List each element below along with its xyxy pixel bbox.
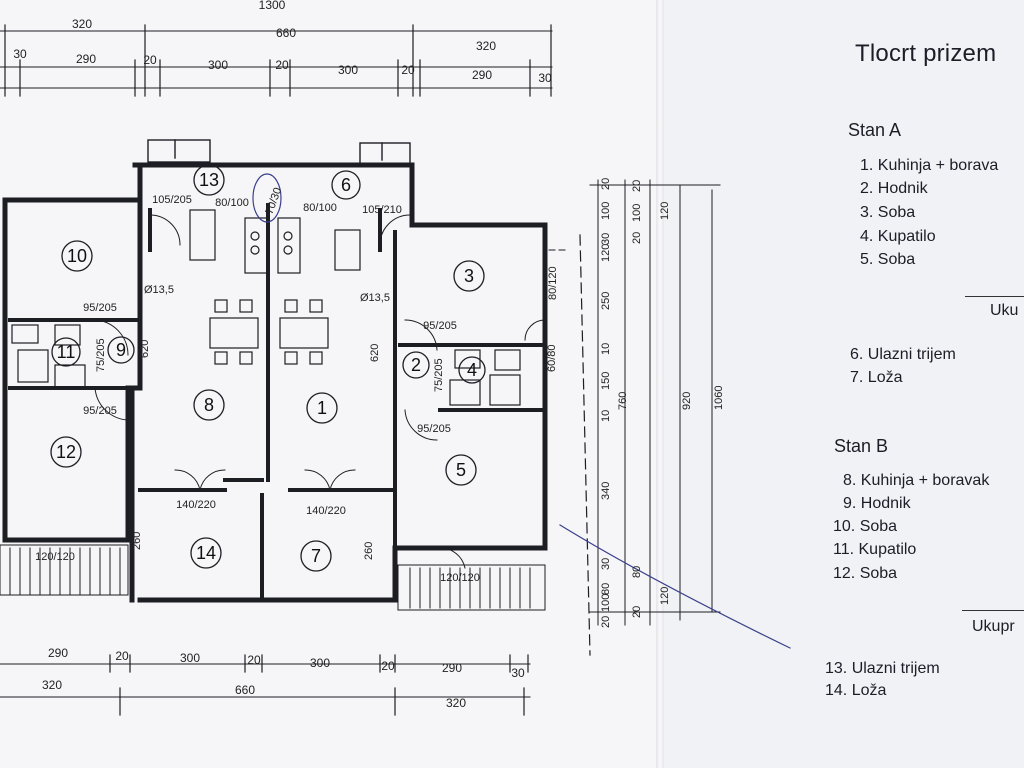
door-label-4: 95/205 [83, 302, 117, 314]
dim-bot-r1-3: 20 [247, 653, 261, 667]
dim-top-r2-2: 20 [143, 53, 157, 67]
dim-top-r2-6: 20 [401, 63, 415, 77]
legend-sheet [660, 0, 1024, 768]
door-label-5: 95/205 [423, 320, 457, 332]
dim-right-c1-0: 20 [600, 178, 612, 190]
room-7: 7 [311, 546, 321, 566]
door-label-0: 105/205 [152, 194, 192, 206]
dim-right-c2-6: 120 [659, 587, 671, 605]
wall-dim-260-a: 260 [131, 532, 143, 550]
dim-total-width: 1300 [259, 0, 286, 12]
dim-bot-r2-1: 660 [235, 683, 255, 697]
dim-right-c1-2: 30 [600, 233, 612, 245]
room-4: 4 [467, 360, 477, 380]
dim-bot-r2-2: 320 [446, 696, 466, 710]
dim-right-1060: 1060 [713, 386, 725, 410]
door-label-2: 80/100 [303, 202, 337, 214]
wall-dim-620-b: 620 [369, 344, 381, 362]
wall-dim-620-a: 620 [139, 340, 151, 358]
dim-bot-r1-5: 20 [381, 659, 395, 673]
dim-top-r2-4: 20 [275, 58, 289, 72]
dim-bot-r1-1: 20 [115, 649, 129, 663]
dim-right-920: 920 [681, 392, 693, 410]
dim-right-c2-4: 120 [659, 202, 671, 220]
dim-bot-r1-4: 300 [310, 656, 330, 670]
dim-bot-r2-0: 320 [42, 678, 62, 692]
door-label-8: 75/205 [433, 358, 445, 392]
dim-top-r2-7: 290 [472, 68, 492, 82]
dim-right-c1-1: 100 [600, 202, 612, 220]
room-1: 1 [317, 398, 327, 418]
room-12: 12 [56, 442, 76, 462]
room-5: 5 [456, 460, 466, 480]
dim-right-c1-9: 30 [600, 558, 612, 570]
room-10: 10 [67, 246, 87, 266]
room-14: 14 [196, 543, 216, 563]
dim-right-c1-12: 20 [600, 616, 612, 628]
dim-top-r1-1: 660 [276, 26, 296, 40]
door-label-3: 105/210 [362, 204, 402, 216]
plan-sheet [0, 0, 660, 768]
dim-right-c1-7: 10 [600, 410, 612, 422]
door-label-13: 140/220 [306, 505, 346, 517]
door-label-1: 80/100 [215, 197, 249, 209]
door-label-7: 75/205 [95, 338, 107, 372]
door-label-11: 95/205 [417, 423, 451, 435]
room-2: 2 [411, 355, 421, 375]
dim-top-r2-3: 300 [208, 58, 228, 72]
room-8: 8 [204, 395, 214, 415]
room-11: 11 [57, 342, 76, 362]
dim-bot-r1-0: 290 [48, 646, 68, 660]
door-label-15: 120/120 [440, 572, 480, 584]
room-9: 9 [116, 340, 126, 360]
room-3: 3 [464, 266, 474, 286]
dim-right-c2-1: 100 [631, 204, 643, 222]
dim-top-r2-8: 30 [538, 71, 552, 85]
dim-top-r1-2: 320 [476, 39, 496, 53]
dim-bot-r1-7: 30 [511, 666, 525, 680]
dim-right-c1-8: 340 [600, 482, 612, 500]
dim-right-c2-3: 80 [631, 566, 643, 578]
vent-label-a: Ø13,5 [144, 284, 174, 296]
dim-right-c1-5: 10 [600, 343, 612, 355]
dim-right-c2-5: 20 [631, 606, 643, 618]
door-label-12: 140/220 [176, 499, 216, 511]
dim-right-760: 760 [617, 392, 629, 410]
dim-bot-r1-6: 290 [442, 661, 462, 675]
dim-right-c1-4: 250 [600, 292, 612, 310]
wall-dim-260-b: 260 [363, 542, 375, 560]
dim-bot-r1-2: 300 [180, 651, 200, 665]
dim-top-r2-5: 300 [338, 63, 358, 77]
door-label-14: 120/120 [35, 551, 75, 563]
dim-right-c1-3: 120 [600, 244, 612, 262]
door-label-9: 60/80 [546, 344, 558, 372]
dim-right-c2-0: 20 [631, 180, 643, 192]
dim-top-r1-0: 320 [72, 17, 92, 31]
door-label-10: 95/205 [83, 405, 117, 417]
sheet-fold [656, 0, 664, 768]
room-13: 13 [199, 170, 219, 190]
vent-label-b: Ø13,5 [360, 292, 390, 304]
dim-right-c1-6: 150 [600, 372, 612, 390]
dim-top-r2-0: 30 [13, 47, 27, 61]
dim-top-r2-1: 290 [76, 52, 96, 66]
door-label-6: 80/120 [547, 266, 559, 300]
dim-right-c1-10: 80 [600, 583, 612, 595]
dim-right-c2-2: 20 [631, 232, 643, 244]
room-6: 6 [341, 175, 351, 195]
dim-right-c1-11: 100 [600, 594, 612, 612]
